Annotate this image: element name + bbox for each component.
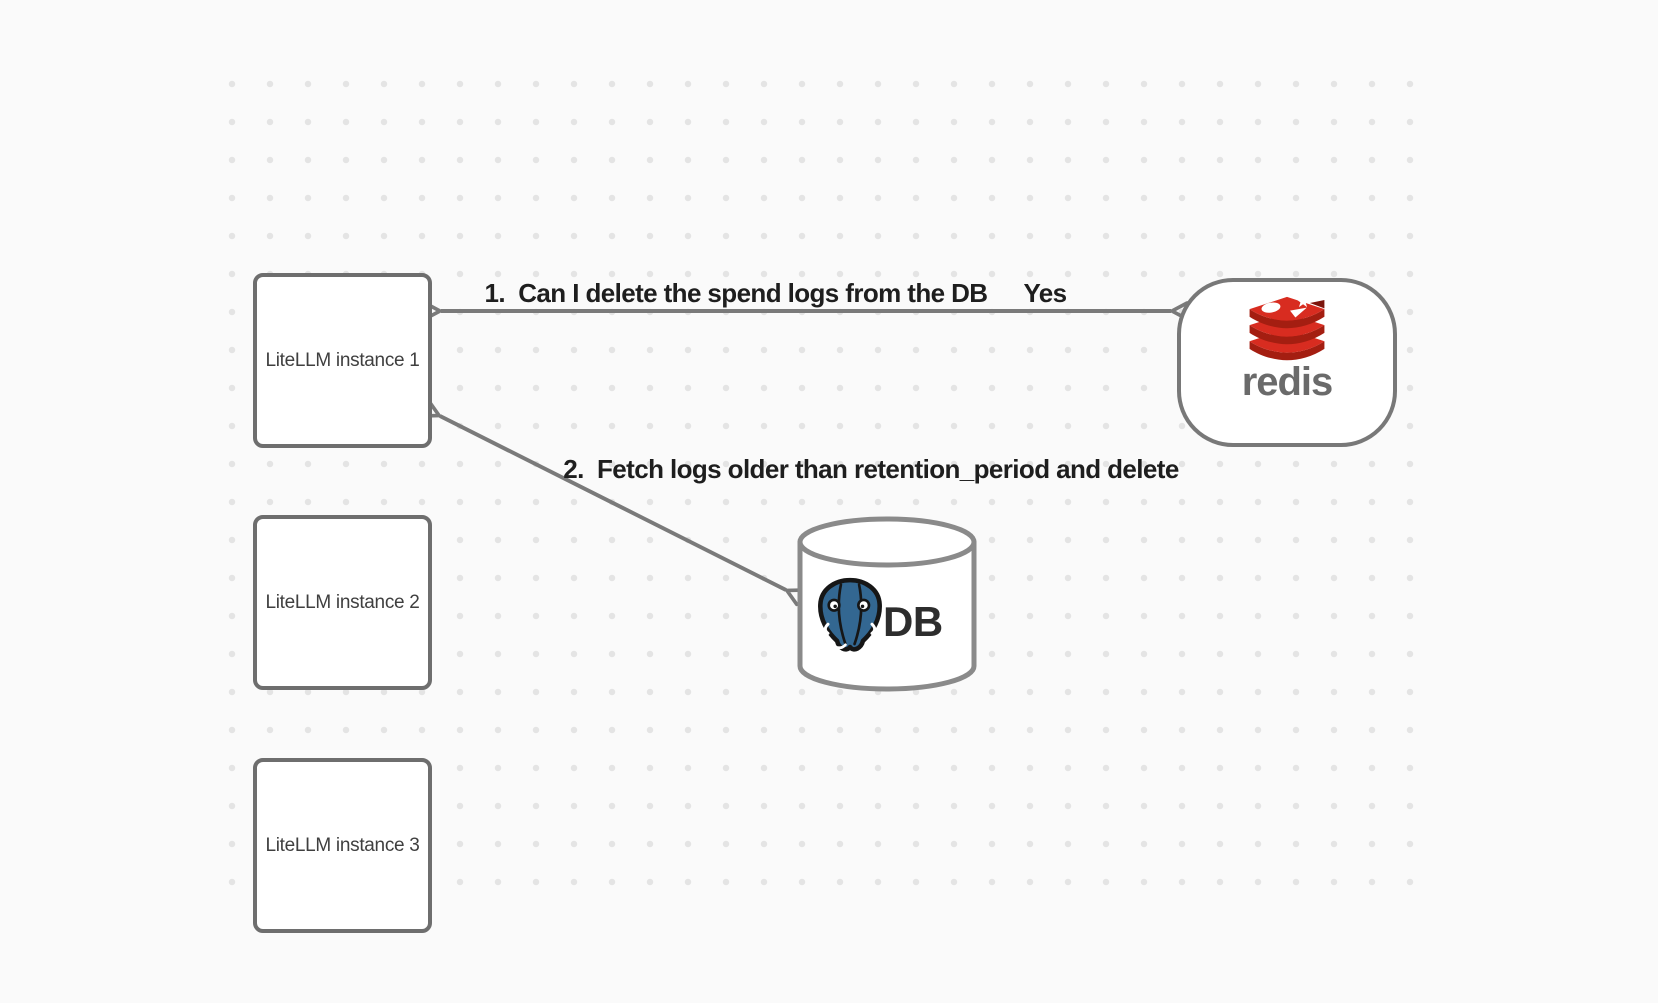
edge1-response-label: Yes	[1023, 278, 1067, 308]
node-litellm-instance-1[interactable]: LiteLLM instance 1	[253, 273, 432, 448]
redis-logo-icon	[1249, 296, 1325, 361]
database-label: DB	[883, 598, 943, 645]
edge2-label: 2. Fetch logs older than retention_perio…	[563, 454, 1179, 484]
edge1-label: 1. Can I delete the spend logs from the …	[484, 278, 989, 308]
arrow-instance1-db[interactable]	[420, 399, 806, 607]
node-litellm-instance-2[interactable]: LiteLLM instance 2	[253, 515, 432, 690]
redis-wordmark: redis	[1241, 360, 1334, 404]
litellm-instance-2-label: LiteLLM instance 2	[265, 591, 420, 613]
node-database[interactable]: DB	[795, 514, 979, 694]
node-redis[interactable]: redis	[1177, 278, 1397, 447]
node-litellm-instance-3[interactable]: LiteLLM instance 3	[253, 758, 432, 933]
postgresql-icon	[818, 577, 882, 652]
litellm-instance-1-label: LiteLLM instance 1	[265, 349, 420, 371]
litellm-instance-3-label: LiteLLM instance 3	[265, 834, 420, 856]
